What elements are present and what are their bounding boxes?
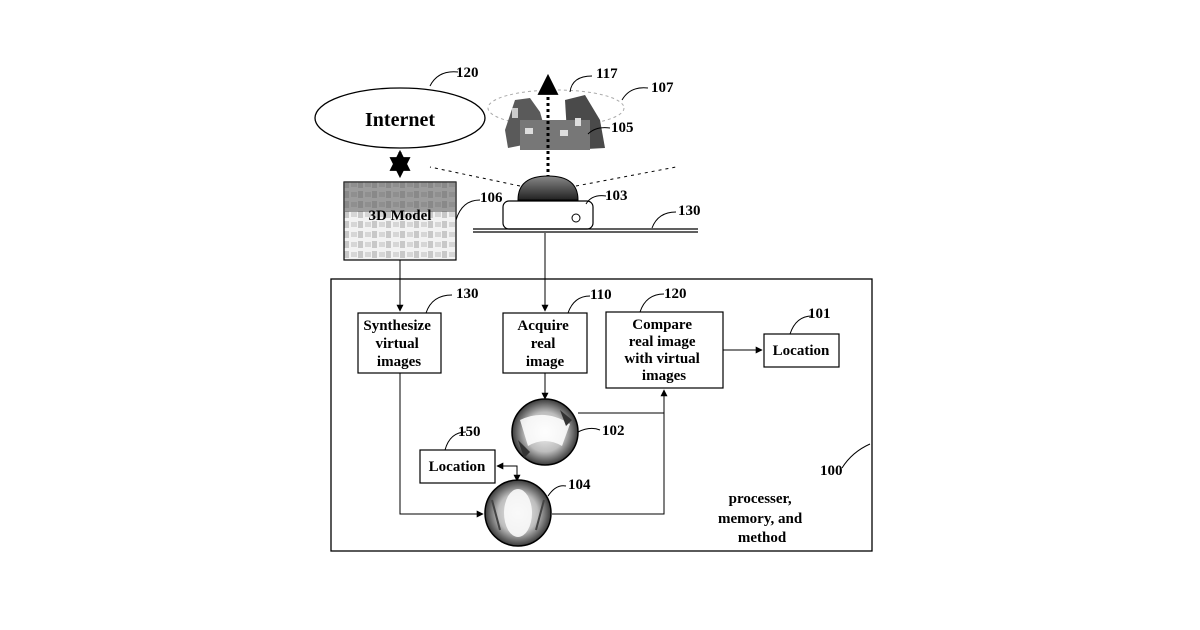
model-node: 3D Model — [344, 182, 456, 260]
acquire-line: real — [531, 336, 556, 352]
acquire-line: Acquire — [517, 318, 569, 334]
scene-image — [488, 90, 624, 150]
leader-line — [578, 428, 600, 432]
leader-line — [456, 200, 480, 220]
compare-line: images — [642, 368, 686, 384]
compare-line: Compare — [632, 317, 692, 333]
leader-line — [426, 295, 452, 313]
internet-node: Internet — [315, 88, 485, 148]
compare-node: Compare real image with virtual images — [606, 312, 723, 388]
compare-line: with virtual — [624, 351, 699, 367]
acquire-node: Acquire real image — [503, 313, 587, 373]
ref-ring: 107 — [651, 80, 674, 96]
location-estimate-label: Location — [429, 459, 486, 475]
ref-device: 103 — [605, 188, 628, 204]
leader-line — [842, 444, 870, 468]
ref-scene: 105 — [611, 120, 634, 136]
system-caption-line: processer, — [729, 491, 792, 507]
system-caption-line: memory, and — [718, 511, 803, 527]
ref-synthesize: 130 — [456, 286, 479, 302]
system-caption-line: method — [738, 530, 787, 546]
leader-line — [570, 76, 592, 92]
leader-line — [652, 212, 676, 228]
leader-line — [622, 88, 648, 100]
location-fisheye-arrow — [497, 466, 517, 481]
synthesize-line: images — [377, 354, 421, 370]
location-estimate-node: Location — [420, 450, 495, 483]
ref-compare: 120 — [664, 286, 687, 302]
ref-system: 100 — [820, 463, 843, 479]
location-output-node: Location — [764, 334, 839, 367]
internet-label: Internet — [365, 109, 435, 131]
synthesize-line: Synthesize — [363, 318, 431, 334]
real-fisheye-image — [512, 399, 578, 465]
ref-real-fisheye: 102 — [602, 423, 625, 439]
ref-model: 106 — [480, 190, 503, 206]
ref-rail: 130 — [678, 203, 701, 219]
model-label: 3D Model — [369, 208, 432, 224]
camera-device — [503, 176, 593, 229]
acquire-line: image — [526, 354, 565, 370]
fov-line — [576, 167, 676, 186]
leader-line — [548, 486, 566, 496]
ref-internet: 120 — [456, 65, 479, 81]
location-output-label: Location — [773, 343, 830, 359]
ref-location-output: 101 — [808, 306, 831, 322]
synthesize-node: Synthesize virtual images — [358, 313, 441, 373]
ref-location-estimate: 150 — [458, 424, 481, 440]
synthesize-line: virtual — [375, 336, 418, 352]
leader-line — [568, 296, 590, 313]
synthesize-to-fisheye-arrow — [400, 373, 483, 514]
rail-track — [473, 229, 698, 232]
virtual-fisheye-image — [485, 480, 551, 546]
compare-line: real image — [629, 334, 696, 350]
leader-line — [640, 294, 664, 312]
leader-line — [430, 72, 458, 86]
ref-arrow: 117 — [596, 66, 618, 82]
real-to-compare-arrow — [578, 390, 664, 413]
system-caption: processer, memory, and method — [718, 491, 806, 546]
ref-virtual-fisheye: 104 — [568, 477, 591, 493]
ref-acquire: 110 — [590, 287, 612, 303]
